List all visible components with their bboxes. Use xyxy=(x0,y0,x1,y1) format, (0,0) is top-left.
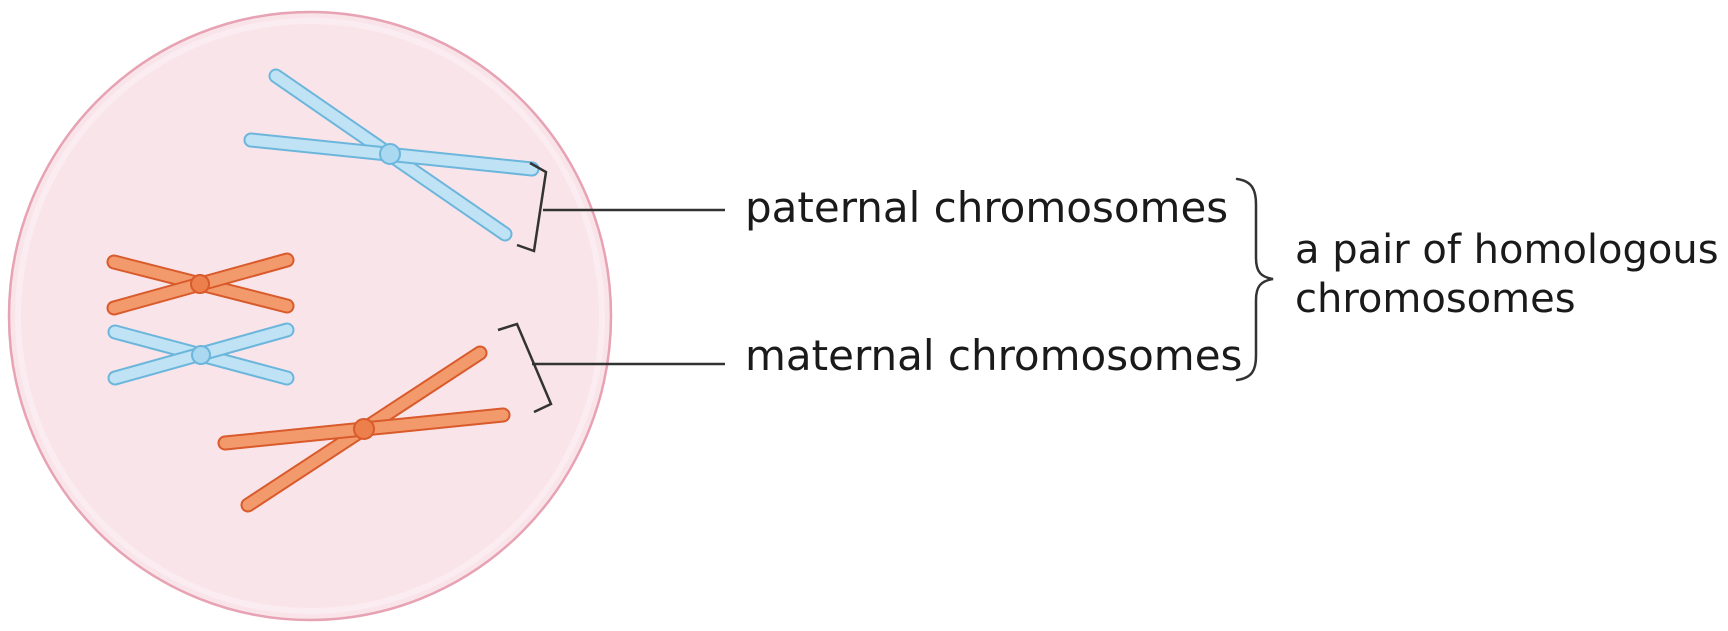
grouping-curly-brace xyxy=(1235,177,1274,382)
paternal-chromosome-small xyxy=(107,322,295,386)
paternal-label: paternal chromosomes xyxy=(745,183,1228,232)
cell-membrane-inner-glow xyxy=(15,18,605,614)
paternal-bracket xyxy=(516,161,548,253)
centromere xyxy=(190,274,210,294)
homologous-pair-label-line2: chromosomes xyxy=(1295,276,1576,322)
maternal-chromosome-large xyxy=(217,345,511,513)
maternal-label: maternal chromosomes xyxy=(745,331,1242,380)
paternal-pointer xyxy=(516,161,725,253)
centromere xyxy=(379,143,401,165)
centromere xyxy=(191,345,211,365)
paternal-chromosome-large xyxy=(243,68,540,242)
centromere xyxy=(353,418,375,440)
homologous-pair-label-line1: a pair of homologous xyxy=(1295,227,1719,273)
maternal-pointer xyxy=(497,322,725,414)
maternal-chromosome-small xyxy=(106,252,295,316)
